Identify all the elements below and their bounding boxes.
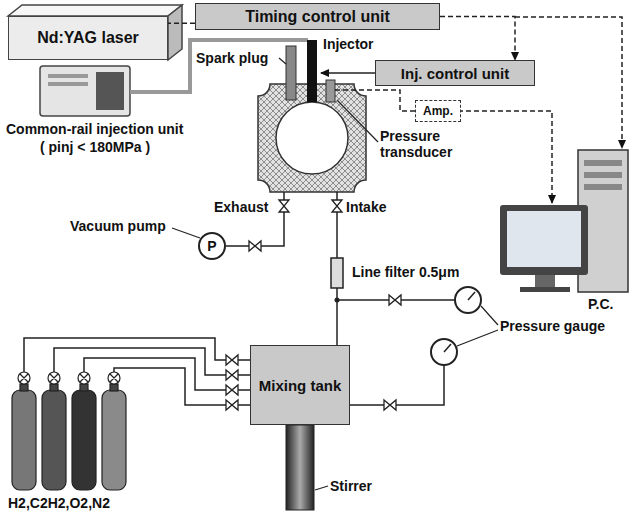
valve-symbol <box>384 400 396 410</box>
leader-lines <box>172 58 498 490</box>
gas-pipes <box>350 365 444 405</box>
combustion-chamber <box>258 40 366 192</box>
leader-lines <box>315 486 328 490</box>
signal-lines <box>458 111 552 203</box>
pressure-gauge <box>455 287 481 313</box>
gas-cylinder <box>80 384 88 391</box>
laser-body <box>8 5 182 16</box>
junction-dot <box>335 298 340 303</box>
leader-lines <box>457 330 498 346</box>
node-text: Amp. <box>423 104 453 118</box>
pressure-gauge <box>431 339 457 365</box>
gas-cylinder <box>20 384 28 391</box>
valve-symbol <box>226 385 238 395</box>
part-label: Exhaust <box>214 199 268 215</box>
combustion-chamber <box>326 80 335 102</box>
laser-body <box>8 5 182 60</box>
part-label: ( pinj < 180MPa ) <box>40 139 150 155</box>
line-filter <box>331 258 343 288</box>
combustion-chamber <box>286 46 296 100</box>
common-rail-unit <box>48 82 88 86</box>
signal-lines <box>321 17 622 203</box>
pressure-gauge <box>431 287 481 365</box>
stirrer-body <box>286 425 314 510</box>
laser-body <box>168 5 182 60</box>
pc-computer <box>584 172 622 178</box>
control-box: Timing control unit <box>195 3 440 30</box>
pressure-gauge <box>468 292 475 300</box>
part-label: Common-rail injection unit <box>6 121 183 137</box>
node-text: Timing control unit <box>245 8 390 26</box>
part-label: Line filter 0.5μm <box>352 264 459 280</box>
gas-cylinder <box>110 384 118 391</box>
part-label: Pressure gauge <box>500 318 605 334</box>
leader-lines <box>481 306 498 325</box>
part-label: Vacuum pump <box>70 218 166 234</box>
gas-cylinder <box>42 390 66 490</box>
combustion-chamber <box>307 40 317 102</box>
part-label: Intake <box>346 199 386 215</box>
pump-circle: P <box>198 232 226 260</box>
amplifier-box: Amp. <box>415 100 461 122</box>
leader-lines <box>172 228 200 238</box>
gas-pipes <box>114 368 250 405</box>
node-text: Mixing tank <box>259 377 342 394</box>
signal-lines <box>321 72 375 74</box>
control-box: Inj. control unit <box>375 60 535 86</box>
gas-pipes <box>84 358 250 390</box>
pressure-gauge <box>444 344 451 352</box>
gas-cylinder <box>50 384 58 391</box>
gas-cylinder <box>20 374 118 382</box>
valve-symbol <box>249 241 261 251</box>
pc-computer <box>500 205 588 275</box>
combustion-chamber <box>276 102 348 174</box>
valve-symbol <box>226 400 238 410</box>
gas-cylinder <box>102 390 126 490</box>
part-label: Injector <box>323 36 374 52</box>
signal-connector <box>440 17 515 61</box>
laser-box: Nd:YAG laser <box>8 16 168 60</box>
leader-lines <box>279 58 286 64</box>
gas-cylinder <box>12 372 126 490</box>
part-label: P.C. <box>588 296 613 312</box>
valve-symbol <box>279 200 289 212</box>
pc-computer <box>584 160 622 166</box>
pc-computer <box>507 211 581 267</box>
valve-symbol <box>332 200 342 212</box>
node-text: Inj. control unit <box>401 65 509 82</box>
pc-computer <box>584 184 622 190</box>
gas-cylinder <box>72 390 96 490</box>
gas-cylinder <box>12 390 36 490</box>
tank-box: Mixing tank <box>250 345 350 425</box>
part-label: H2,C2H2,O2,N2 <box>8 495 110 511</box>
gas-pipes <box>24 192 455 405</box>
common-rail-unit <box>48 74 88 78</box>
signal-connector <box>168 23 195 25</box>
part-label: Spark plug <box>196 50 268 66</box>
node-text: Nd:YAG laser <box>37 29 139 47</box>
common-rail-unit <box>40 66 130 116</box>
pc-computer <box>500 150 628 292</box>
valve-symbol <box>226 355 238 365</box>
node-text: P <box>207 238 216 254</box>
leader-lines <box>337 100 378 142</box>
pc-computer <box>520 287 570 292</box>
part-label: Pressure transducer <box>380 128 472 160</box>
gas-pipes <box>24 338 250 372</box>
part-label: Stirrer <box>330 478 372 494</box>
pc-computer <box>535 275 555 287</box>
valve-symbol <box>389 295 401 305</box>
common-rail-unit <box>96 72 124 110</box>
signal-lines <box>335 90 418 111</box>
valve-symbol <box>226 370 238 380</box>
